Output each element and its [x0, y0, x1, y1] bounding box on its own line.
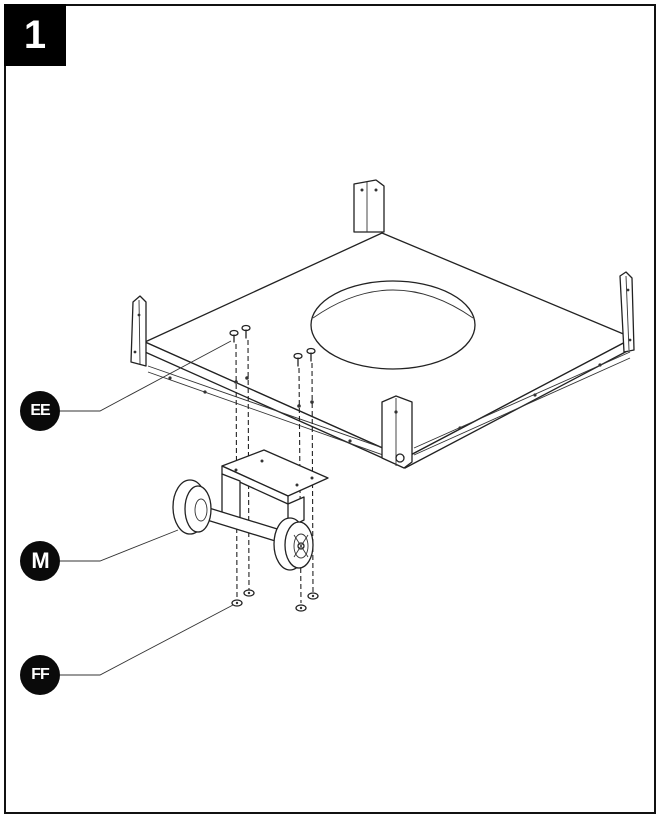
callout-ff: FF	[20, 655, 60, 695]
callout-ee: EE	[20, 391, 60, 431]
nuts-ff	[231, 589, 319, 612]
corner-post-front	[381, 395, 413, 469]
callout-ff-label: FF	[31, 666, 50, 683]
caster-assembly-m	[172, 449, 329, 571]
step-number-badge: 1	[4, 4, 66, 66]
callout-m-label: M	[31, 548, 49, 573]
step-number: 1	[23, 12, 47, 57]
leader-lines	[60, 340, 234, 676]
corner-post-left	[130, 295, 147, 367]
bolts-ee	[229, 324, 316, 367]
plate-opening	[310, 280, 476, 370]
leader-m	[60, 529, 179, 562]
corner-post-back	[353, 179, 385, 233]
callout-ee-label: EE	[30, 402, 50, 419]
corner-post-right	[619, 271, 635, 353]
leader-ff	[60, 604, 234, 676]
callout-m: M	[20, 541, 60, 581]
leader-ee	[60, 340, 232, 412]
